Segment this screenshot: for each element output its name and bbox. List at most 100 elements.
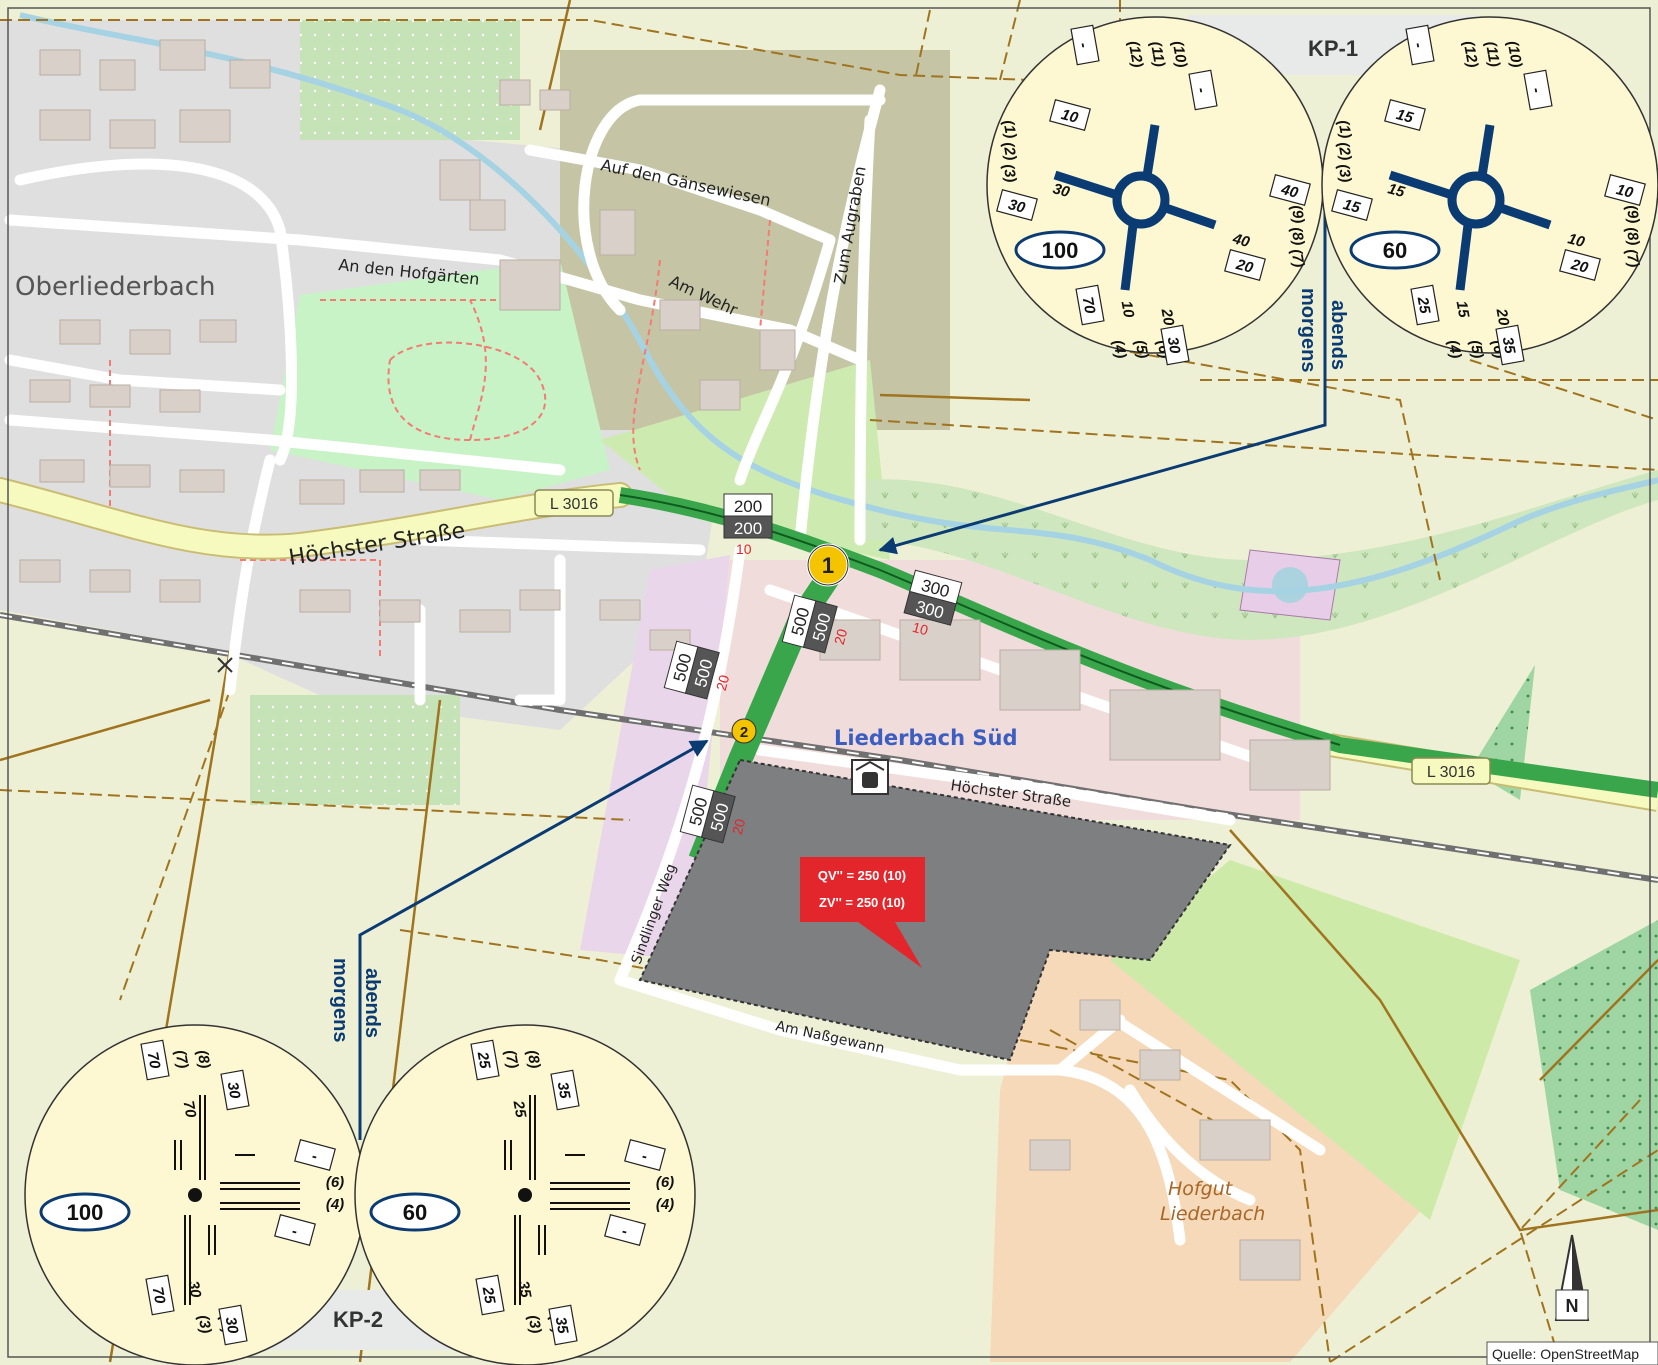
label-oberliederbach: Oberliederbach	[15, 272, 216, 302]
railway-crossing-icon	[217, 657, 233, 673]
building	[1139, 1049, 1181, 1081]
kp1-morning-label: morgens	[1297, 288, 1319, 372]
kp2-n-box2-text: 35	[554, 1081, 574, 1101]
kp2-n-arm: (8)	[193, 1049, 213, 1070]
label-liederbach-sued: Liederbach Süd	[834, 726, 1017, 750]
building	[439, 159, 481, 201]
kp1-n-arm: (10)	[1504, 40, 1525, 69]
building	[499, 259, 561, 311]
kp1-morning-diagram: (12)(11)(10)--10(1)(2)(3)303040(9)(8)(7)…	[986, 16, 1324, 366]
building	[1239, 1239, 1301, 1281]
svg-text:QV'' = 250 (10): QV'' = 250 (10)	[818, 868, 906, 883]
forest-east	[1530, 920, 1658, 1230]
kp1-e-val: 10	[1566, 230, 1587, 251]
meadow-southeast	[1110, 860, 1520, 1220]
building	[159, 39, 206, 71]
building	[459, 609, 511, 633]
kp1-s-box2: 30	[1160, 324, 1190, 366]
kp2-e-box2-text: -	[290, 1223, 299, 1241]
building	[659, 299, 701, 331]
kp2-s-box2: 35	[548, 1304, 578, 1346]
orchard-topleft	[300, 20, 520, 140]
kp1-title: KP-1	[1308, 36, 1358, 61]
kp2-s-box-text: 70	[149, 1286, 169, 1306]
kp1-w-box2: 15	[1331, 188, 1373, 222]
building	[759, 329, 796, 371]
building	[899, 619, 981, 681]
kp2-s-box-text: 25	[479, 1285, 499, 1306]
kp2-s-val: 35	[515, 1280, 535, 1300]
kp2-e-box2-text: -	[620, 1223, 629, 1241]
building	[539, 89, 571, 111]
kp1-s-box-text: 25	[1414, 295, 1434, 316]
building	[39, 49, 81, 76]
node-2-marker[interactable]: 2	[731, 718, 757, 744]
kp2-n-box: 25	[470, 1039, 500, 1081]
volume-label-sindlinger-lower: 500 500 20	[679, 784, 748, 844]
building	[1079, 999, 1121, 1031]
kp2-n-arm: (7)	[171, 1049, 191, 1070]
building	[199, 319, 237, 343]
kp1-w-arm: (2)	[1334, 141, 1354, 162]
svg-text:200: 200	[734, 497, 762, 516]
kp2-s-arm: (3)	[524, 1314, 544, 1335]
junction-node	[518, 1188, 532, 1202]
roundabout-icon	[1053, 124, 1217, 291]
park-green	[270, 260, 610, 500]
kp2-connector-arrow	[358, 739, 709, 1140]
kp1-e-arm: (8)	[1287, 226, 1307, 247]
kp1-n-box-right-text: -	[1193, 86, 1211, 94]
kp1-w-arm: (1)	[999, 119, 1019, 140]
kp1-s-v2: 20	[1157, 307, 1177, 328]
kp2-s-box2-text: 35	[552, 1316, 572, 1336]
kp1-n-box-right: -	[1523, 69, 1553, 111]
svg-text:L 3016: L 3016	[1427, 764, 1475, 781]
kp1-n-arm: (12)	[1460, 40, 1481, 69]
kp1-e-box: 10	[1604, 173, 1646, 207]
kp2-e-box2: -	[604, 1213, 646, 1247]
building	[1029, 1139, 1071, 1171]
kp1-e-box2: 20	[1559, 248, 1601, 282]
svg-text:2: 2	[740, 724, 748, 741]
node-1-marker[interactable]: 1	[806, 543, 850, 587]
building	[59, 319, 101, 345]
kp1-s-arm: (5)	[1466, 339, 1486, 360]
orchard-west	[250, 695, 460, 805]
kp1-evening-label: abends	[1327, 300, 1349, 370]
kp2-n-val: 70	[180, 1100, 200, 1120]
roundabout-icon	[1388, 124, 1552, 291]
kp2-n-box2: 35	[550, 1069, 580, 1111]
svg-text:10: 10	[736, 541, 752, 557]
kp1-w-box2: 30	[996, 188, 1038, 222]
kp2-n-box2-text: 30	[224, 1081, 244, 1101]
svg-text:L 3016: L 3016	[550, 496, 598, 513]
kp2-n-box: 70	[140, 1039, 170, 1081]
kp1-e-box: 40	[1269, 173, 1311, 207]
kp1-w-arm: (3)	[1334, 163, 1354, 184]
svg-text:60: 60	[403, 1200, 427, 1225]
kp2-e-box1: -	[294, 1138, 336, 1172]
kp1-n-box-right-text: -	[1528, 86, 1546, 94]
hochster-strasse-west-fill	[0, 479, 631, 558]
north-arrow-icon: N	[1554, 1234, 1590, 1321]
svg-text:ZV'' = 250 (10): ZV'' = 250 (10)	[819, 895, 905, 910]
building	[1249, 739, 1331, 791]
building	[499, 79, 531, 106]
svg-text:20: 20	[713, 673, 733, 692]
kp1-w-val: 15	[1386, 180, 1407, 201]
building	[359, 469, 405, 493]
source-label: Quelle: OpenStreetMap	[1492, 1346, 1639, 1362]
kp1-e-box2-text: 20	[1568, 256, 1590, 277]
building	[1109, 689, 1221, 761]
building	[229, 59, 271, 89]
kp2-s-arm: (3)	[194, 1314, 214, 1335]
kp1-evening-diagram: (12)(11)(10)--15(1)(2)(3)151510(9)(8)(7)…	[1321, 16, 1658, 366]
building	[379, 599, 421, 623]
building	[19, 559, 61, 583]
kp1-connector-arrow	[878, 180, 1327, 555]
kp1-n-arm: (10)	[1169, 40, 1190, 69]
road-shield-west: L 3016	[534, 489, 614, 517]
building	[29, 379, 71, 403]
building	[129, 329, 171, 355]
kp2-s-box: 70	[145, 1274, 175, 1316]
